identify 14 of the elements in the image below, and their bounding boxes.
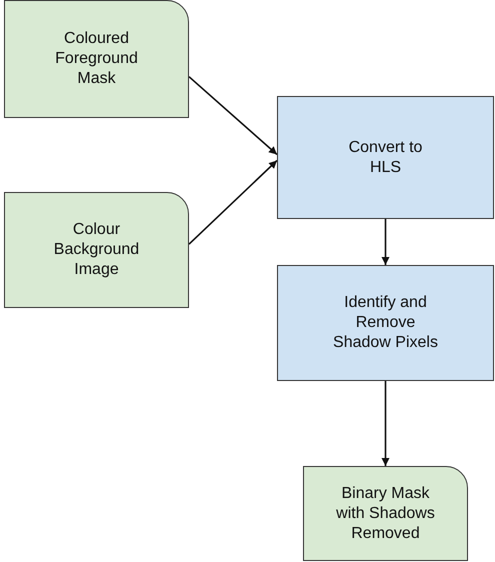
node-label: Coloured Foreground Mask [54,29,139,89]
arrow [188,160,278,245]
input-card [4,0,189,118]
node-label: Colour Background Image [52,220,140,280]
arrow [188,76,278,156]
arrow [382,381,390,466]
process-box [277,265,494,381]
process-box [277,96,494,219]
node-label: Binary Mask with Shadows Removed [335,484,436,544]
arrow [382,219,390,265]
node-label: Identify and Remove Shadow Pixels [333,293,438,353]
input-card [303,466,468,561]
input-card [4,192,189,308]
node-label: Convert to HLS [348,138,424,178]
